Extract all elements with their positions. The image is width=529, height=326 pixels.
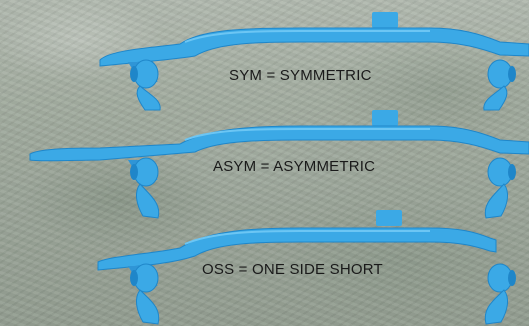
asym-row: ASYM = ASYMMETRIC bbox=[0, 100, 529, 220]
sym-label: SYM = SYMMETRIC bbox=[229, 67, 372, 84]
bar-sym-icon bbox=[99, 12, 529, 111]
bar-oss-icon bbox=[97, 210, 516, 325]
oss-label: OSS = ONE SIDE SHORT bbox=[202, 261, 383, 278]
sym-row: SYM = SYMMETRIC bbox=[0, 0, 529, 111]
bar-asym-icon bbox=[29, 110, 529, 219]
oss-row: OSS = ONE SIDE SHORT bbox=[0, 200, 529, 326]
asym-label: ASYM = ASYMMETRIC bbox=[213, 158, 376, 175]
